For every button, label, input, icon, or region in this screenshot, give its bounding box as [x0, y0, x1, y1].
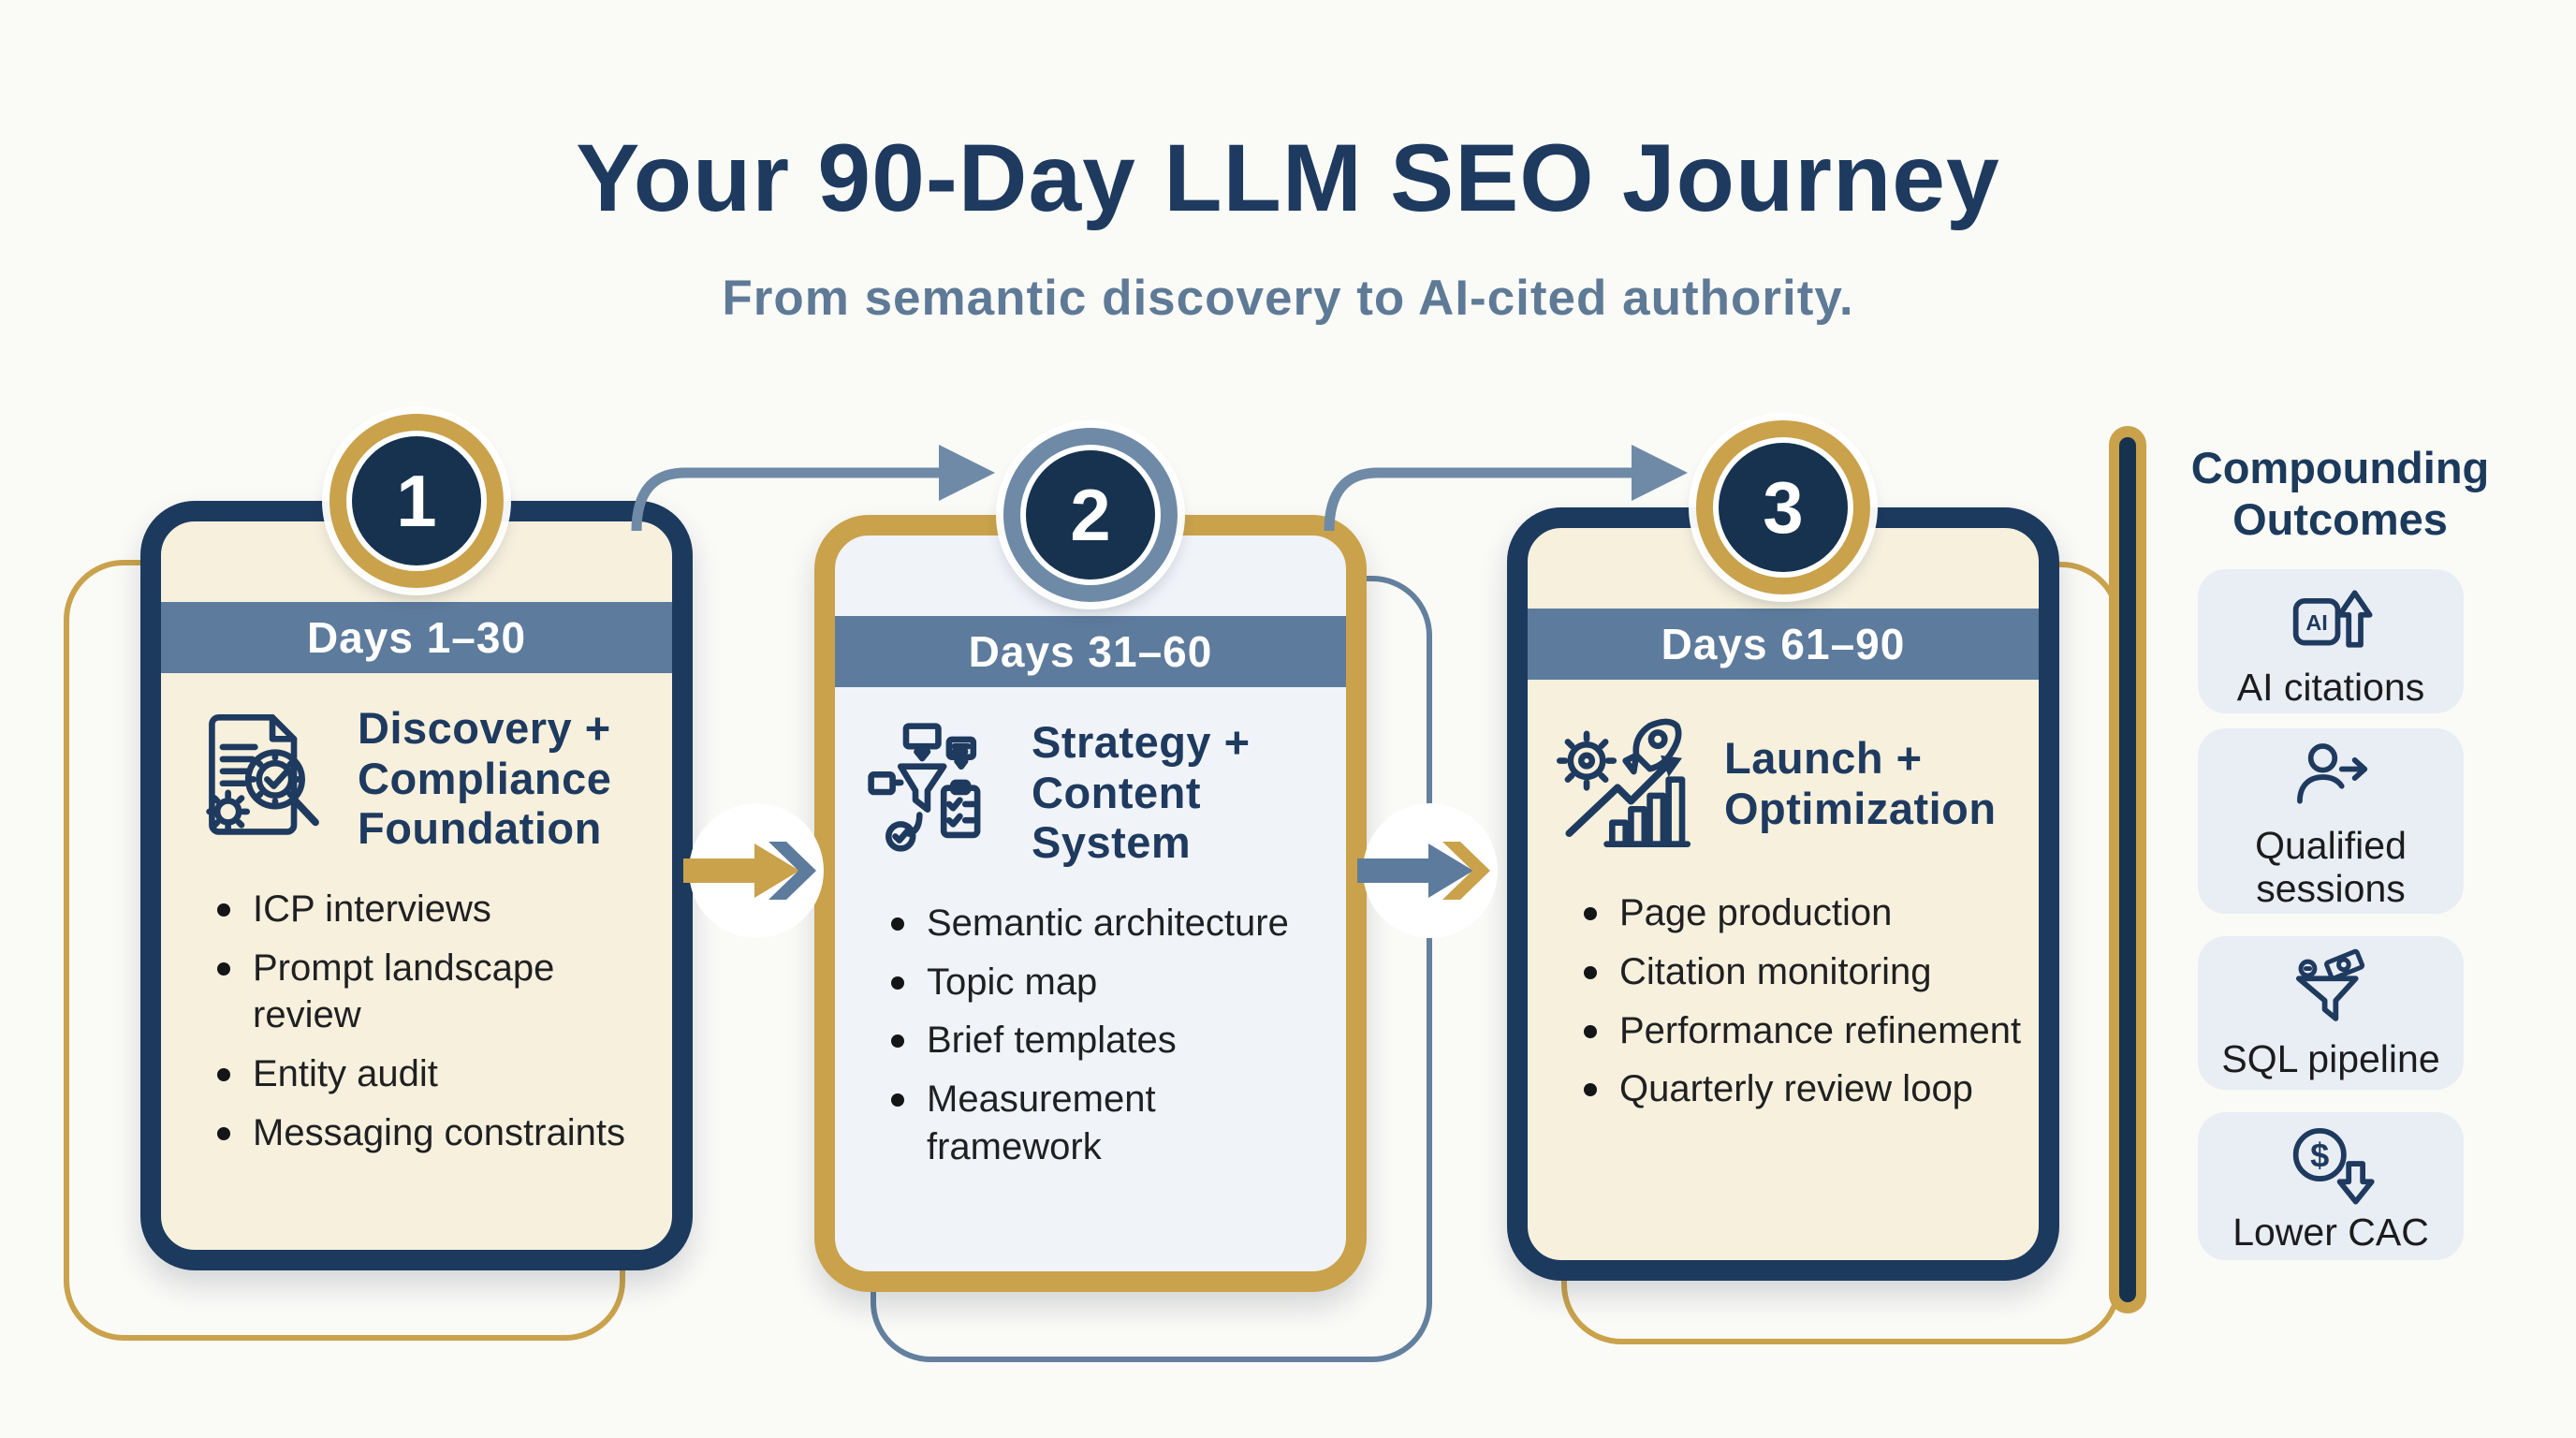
stage2-number: 2 — [1020, 445, 1161, 585]
stage1-title: Discovery + Compliance Foundation — [358, 703, 612, 854]
stage1-content: Discovery + Compliance Foundation ICP in… — [189, 703, 655, 1168]
section-divider — [2109, 426, 2146, 1313]
outcome-qualified-sessions: Qualified sessions — [2198, 728, 2464, 914]
outcome-label: Lower CAC — [2232, 1211, 2429, 1255]
stage1-bullet-list: ICP interviews Prompt landscape review E… — [189, 886, 655, 1157]
lower-cost-icon: $ — [2292, 1128, 2375, 1205]
document-audit-icon — [206, 714, 319, 836]
outcome-label: AI citations — [2236, 666, 2425, 710]
stage2-title: Strategy + Content System — [1032, 717, 1251, 868]
stage2-content: Strategy + Content System Semantic archi… — [863, 717, 1329, 1182]
stage3-title: Launch + Optimization — [1724, 733, 1997, 833]
workflow-funnel-icon — [868, 723, 981, 852]
stage2-phase-band: Days 31–60 — [835, 616, 1346, 687]
stage3-bullet-list: Page production Citation monitoring Perf… — [1556, 889, 2022, 1113]
connector-stage2-stage3 — [1357, 803, 1498, 938]
bullet-item: Performance refinement — [1578, 1007, 2022, 1055]
bullet-item: Page production — [1578, 889, 2022, 937]
outcomes-heading: Compounding Outcomes — [2190, 443, 2490, 545]
outcome-label: SQL pipeline — [2221, 1037, 2440, 1081]
svg-text:AI: AI — [2305, 610, 2327, 635]
svg-text:$: $ — [2310, 1136, 2329, 1174]
connector-stage1-stage2 — [683, 803, 824, 938]
ai-citation-icon: AI — [2292, 590, 2373, 648]
section-divider-core — [2119, 437, 2136, 1302]
flow-arrow-to-stage2 — [631, 445, 995, 532]
bullet-item: Entity audit — [212, 1050, 655, 1098]
outcome-sql-pipeline: SQL pipeline — [2198, 936, 2464, 1090]
stage3-phase-band: Days 61–90 — [1528, 609, 2039, 680]
bullet-item: Measurement framework — [886, 1076, 1329, 1171]
rocket-growth-icon — [1557, 718, 1691, 847]
sql-funnel-icon — [2295, 948, 2365, 1021]
stage2-bullet-list: Semantic architecture Topic map Brief te… — [863, 900, 1329, 1171]
bullet-item: Topic map — [886, 959, 1329, 1006]
stage3-number-badge: 3 — [1696, 420, 1870, 594]
bullet-item: Semantic architecture — [886, 900, 1329, 947]
bullet-item: ICP interviews — [212, 886, 655, 933]
page-subtitle: From semantic discovery to AI-cited auth… — [722, 271, 1854, 326]
bullet-item: Messaging constraints — [212, 1109, 655, 1157]
qualified-user-icon — [2297, 743, 2368, 804]
bullet-item: Quarterly review loop — [1578, 1065, 2022, 1113]
stage1-number: 1 — [346, 431, 487, 571]
stage3-content: Launch + Optimization Page production Ci… — [1556, 710, 2022, 1124]
page-title: Your 90-Day LLM SEO Journey — [576, 125, 2000, 231]
stage3-number: 3 — [1713, 437, 1853, 578]
bullet-item: Prompt landscape review — [212, 945, 655, 1040]
stage1-number-badge: 1 — [329, 414, 504, 588]
stage3-card: Days 61–90 Launch + — [1507, 507, 2059, 1281]
stage1-card: Days 1–30 Discovery + Compliance Foundat… — [140, 501, 693, 1270]
outcome-label: Qualified sessions — [2255, 824, 2407, 910]
outcome-lower-cac: $ Lower CAC — [2198, 1112, 2464, 1260]
outcome-ai-citations: AI AI citations — [2198, 569, 2464, 713]
stage1-phase-band: Days 1–30 — [161, 602, 672, 673]
stage2-card: Days 31–60 — [814, 515, 1367, 1292]
flow-arrow-to-stage3 — [1324, 445, 1688, 532]
stage2-number-badge: 2 — [1003, 428, 1178, 602]
bullet-item: Citation monitoring — [1578, 948, 2022, 996]
bullet-item: Brief templates — [886, 1017, 1329, 1064]
